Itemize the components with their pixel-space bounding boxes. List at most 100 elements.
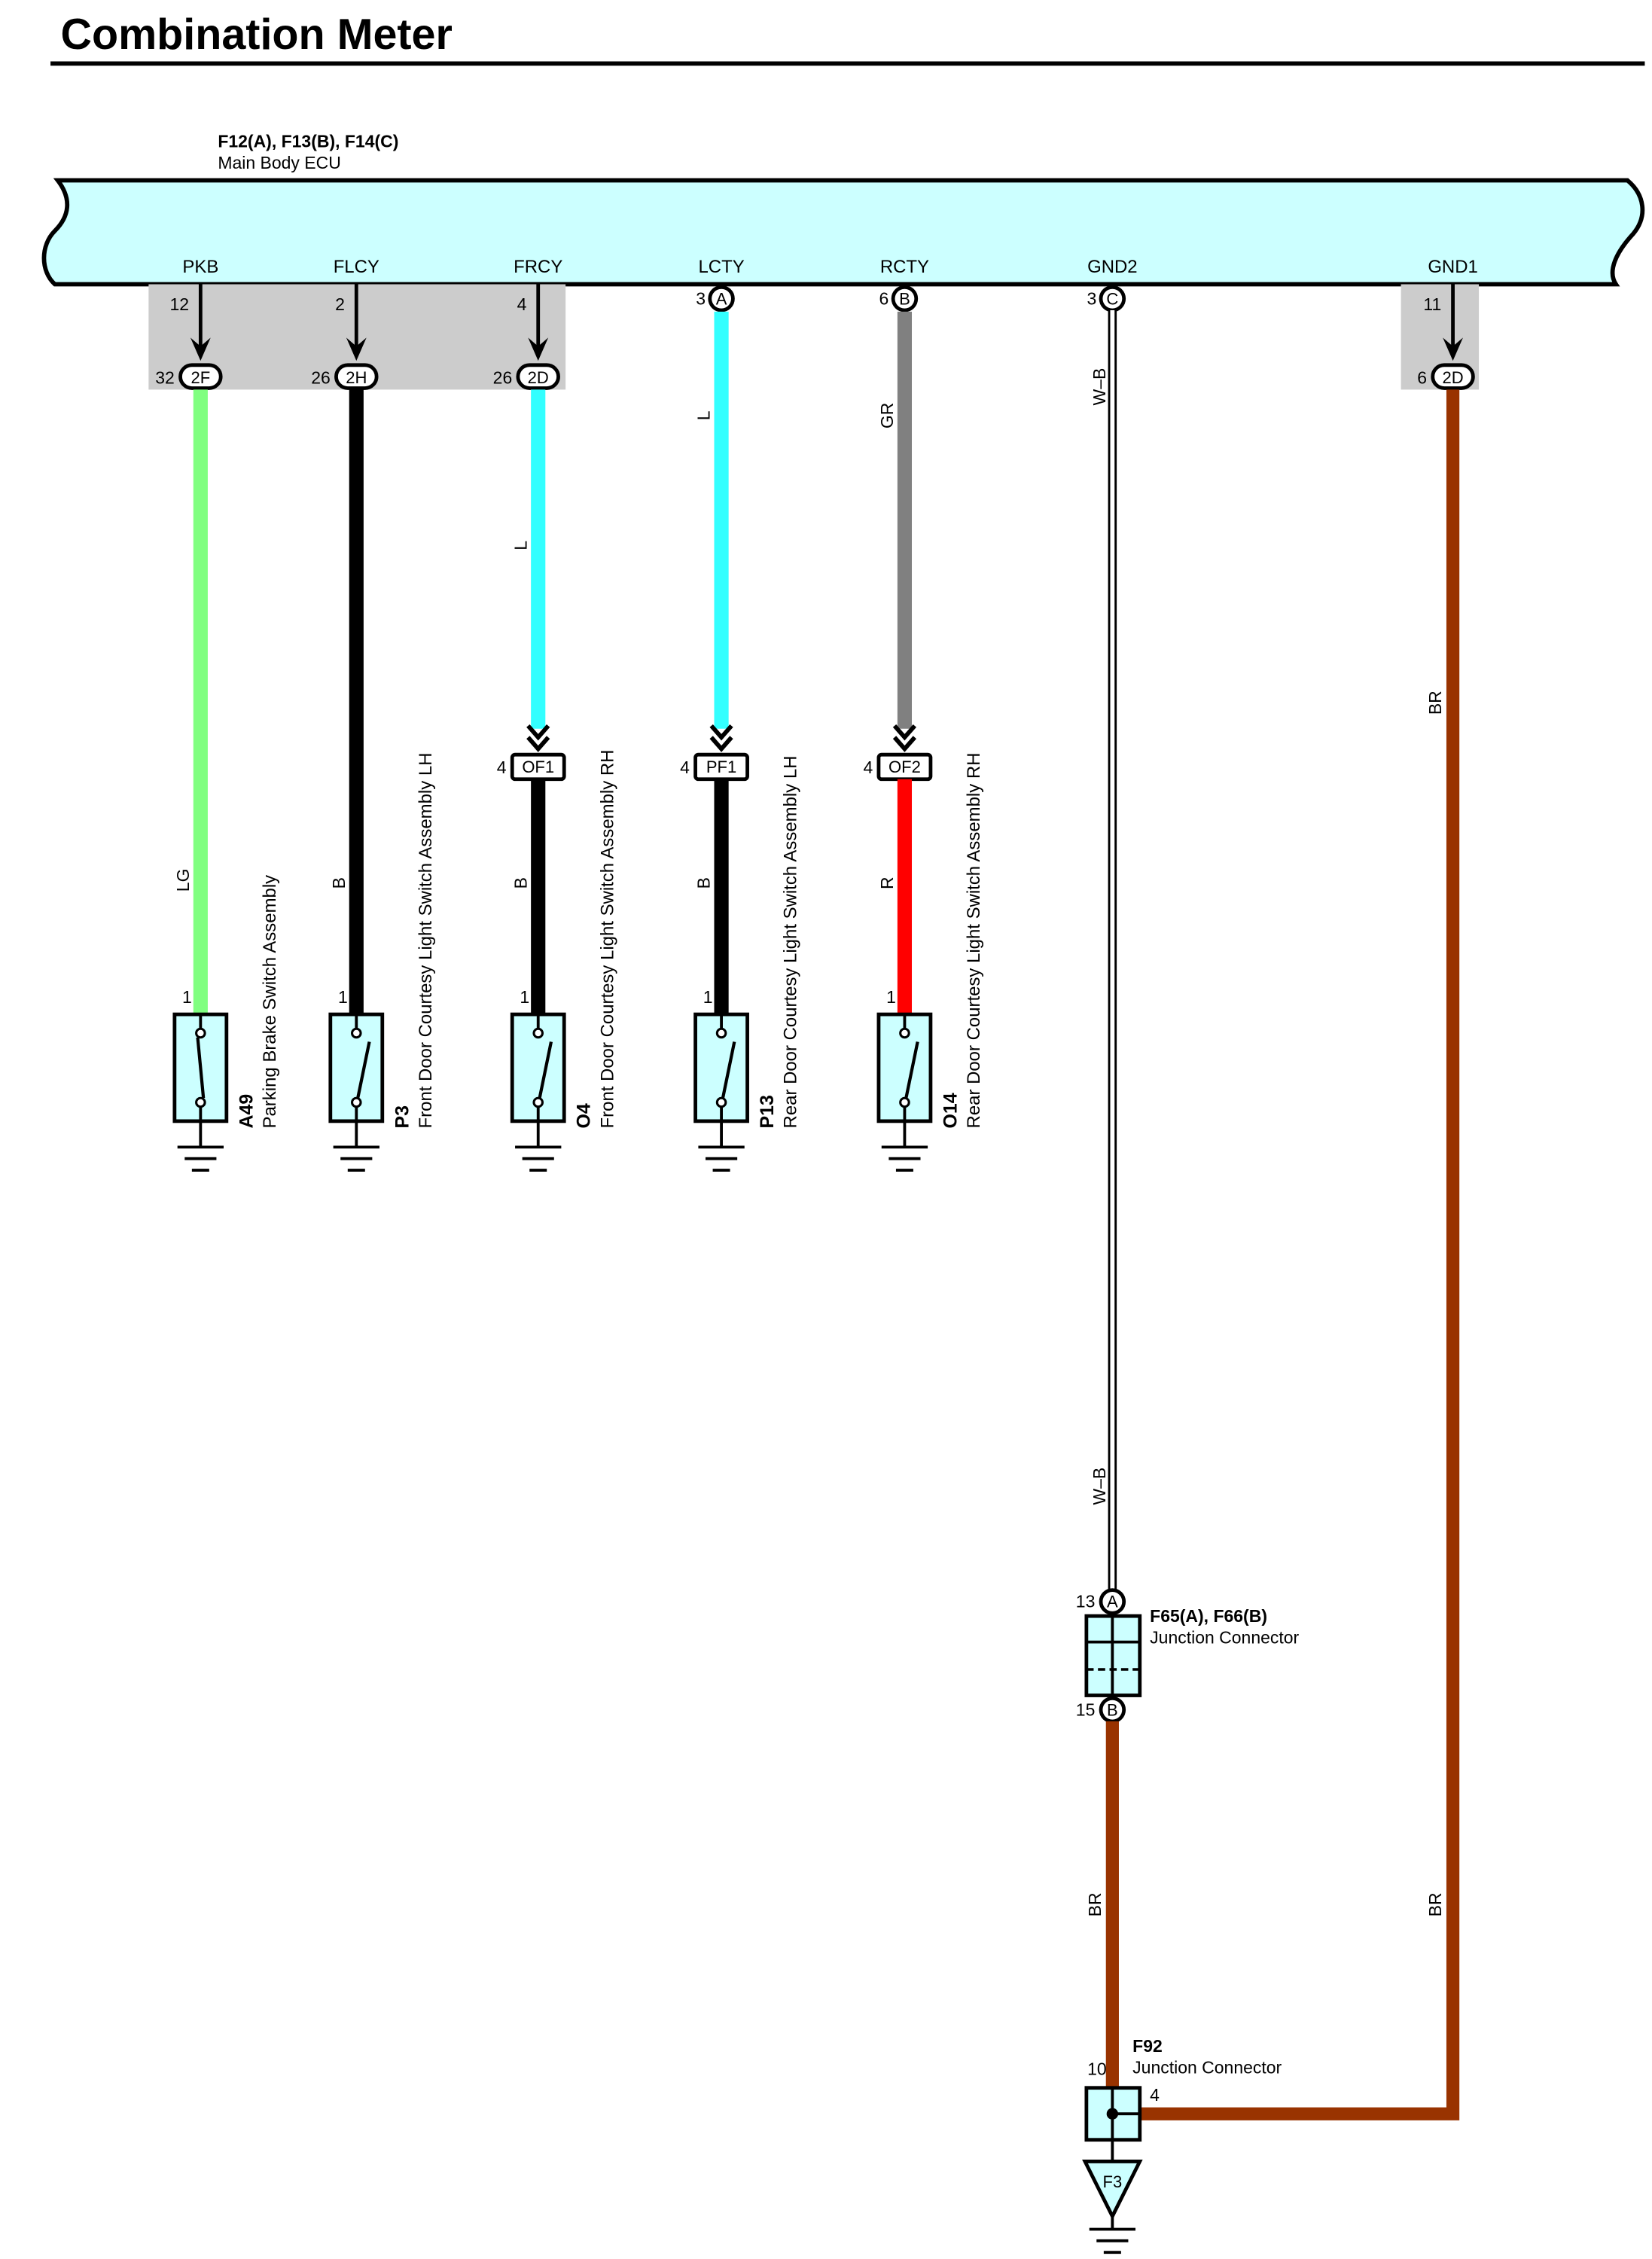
ecu-pin-pkb: 12 (169, 294, 189, 314)
ground-point-id: F3 (1103, 2172, 1123, 2191)
circuit-flcy: FLCY 2 2H 26 B 1 P3 Front Door Courtesy … (311, 257, 436, 1172)
inline-connector-id-of2: OF2 (888, 758, 921, 776)
chevron-icon (892, 736, 917, 752)
chevron-icon (892, 724, 917, 741)
switch-contact (532, 1096, 544, 1108)
switch-contact (195, 1027, 206, 1039)
ecu-pin-flcy: 2 (335, 294, 345, 314)
ecu-connector-a (708, 285, 735, 312)
wire-br (1139, 389, 1460, 2120)
ecu-connector-b (891, 285, 919, 312)
switch-pin-o4: 1 (520, 987, 529, 1007)
ground-junction-name: Junction Connector (1132, 2058, 1282, 2078)
switch-contact (899, 1027, 910, 1039)
ecu-pin-frcy: 4 (517, 294, 527, 314)
switch-name-p3: Front Door Courtesy Light Switch Assembl… (416, 753, 436, 1129)
ground-junction-code: F92 (1132, 2036, 1163, 2056)
junction-id-2f: 2F (190, 368, 210, 387)
switch-a49 (172, 1012, 229, 1123)
wire-label-l: L (511, 541, 530, 550)
inline-connector-id-pf1: PF1 (706, 758, 736, 776)
junction-out-pin: 15 (1076, 1700, 1096, 1719)
ground-icon (1089, 2216, 1136, 2254)
switch-pin-a49: 1 (182, 987, 192, 1007)
ground-junction-f92: F92 Junction Connector 10 4 (1084, 2036, 1282, 2142)
ecu-pin-lcty: 3 (696, 288, 706, 308)
wire-label-wb: W–B (1090, 1468, 1109, 1505)
junction-in-connector-letter: A (1107, 1593, 1118, 1611)
switch-blade (196, 1037, 206, 1099)
switch-p3 (328, 1012, 385, 1123)
terminal-name-gnd2: GND2 (1087, 257, 1138, 277)
switch-blade (904, 1041, 919, 1099)
arrow-down-icon (346, 337, 367, 361)
switch-name-o14: Rear Door Courtesy Light Switch Assembly… (964, 753, 984, 1129)
wire-label-r: R (877, 876, 897, 889)
junction-pin-2d: 6 (1417, 368, 1427, 388)
circuit-lcty: LCTY 3 A L PF1 4 B 1 P13 Rear Door Court… (680, 257, 801, 1172)
switch-contact (195, 1096, 206, 1108)
switch-contact (351, 1027, 362, 1039)
ecu-pin-gnd2: 3 (1087, 288, 1096, 308)
ground-junction-pin-a: 10 (1087, 2059, 1107, 2078)
switch-contact (899, 1096, 910, 1108)
ecu-connector-letter-c: C (1106, 289, 1118, 308)
ground-icon (698, 1120, 745, 1172)
switch-code-p3: P3 (392, 1105, 413, 1128)
junction-connector-2f (178, 363, 223, 390)
junction-connector-2d (516, 363, 560, 390)
junction-in-connector (1099, 1588, 1126, 1615)
ground-point-f3: F3 (1082, 2139, 1143, 2254)
switch-o4 (510, 1012, 566, 1123)
inline-connector-pin-pf1: 4 (680, 758, 690, 777)
wire-label-br: BR (1425, 1892, 1445, 1916)
ecu-pin-rcty: 6 (879, 288, 889, 308)
ground-junction-pin-b: 4 (1150, 2085, 1160, 2105)
ground-icon (515, 1120, 562, 1172)
circuit-gnd1: GND1 11 2D 6 BR BR (1139, 257, 1478, 2120)
wire-label-br: BR (1085, 1892, 1105, 1916)
junction-in-pin: 13 (1076, 1592, 1096, 1611)
junction-id-2h: 2H (346, 368, 367, 387)
inline-connector-id-of1: OF1 (522, 758, 554, 776)
wire-label-l: L (694, 410, 714, 420)
terminal-name-rcty: RCTY (880, 257, 929, 277)
junction-id-2d: 2D (528, 368, 549, 387)
switch-code-a49: A49 (236, 1094, 257, 1129)
switch-code-p13: P13 (757, 1095, 778, 1128)
switch-pin-p13: 1 (703, 987, 713, 1007)
chevron-icon (709, 724, 733, 741)
circuit-pkb: PKB 12 2F 32 LG 1 A49 Parking Brake Swit… (155, 257, 280, 1172)
switch-pin-o14: 1 (886, 987, 896, 1007)
ground-point-triangle (1082, 2160, 1143, 2221)
switch-p13 (693, 1012, 749, 1123)
ecu-connector-letter-a: A (716, 289, 727, 308)
switch-contact (351, 1096, 362, 1108)
switch-blade (356, 1041, 371, 1099)
terminal-name-lcty: LCTY (698, 257, 744, 277)
switch-code-o14: O14 (940, 1093, 961, 1128)
switch-name-p13: Rear Door Courtesy Light Switch Assembly… (781, 756, 801, 1129)
switch-blade (721, 1041, 736, 1099)
ground-icon (177, 1120, 224, 1172)
junction-connector-name: Junction Connector (1150, 1628, 1299, 1648)
junction-connector-codes: F65(A), F66(B) (1150, 1606, 1267, 1626)
ecu-body (41, 178, 1645, 287)
splice-dot (1106, 2108, 1119, 2120)
wire-label-wb: W–B (1090, 368, 1109, 406)
terminal-name-gnd1: GND1 (1428, 257, 1478, 277)
wire-label-gr: GR (877, 403, 897, 428)
junction-connector-2h (334, 363, 379, 390)
inline-connector-pin-of2: 4 (863, 758, 873, 777)
switch-o14 (876, 1012, 933, 1123)
ecu-connector-letter-b: B (899, 289, 910, 308)
ecu-connector-codes: F12(A), F13(B), F14(C) (218, 131, 398, 151)
switch-contact (532, 1027, 544, 1039)
junction-connector-2d (1431, 363, 1475, 390)
page-title: Combination Meter (60, 11, 452, 59)
arrow-down-icon (190, 337, 211, 361)
chevron-icon (526, 736, 550, 752)
junction-out-connector-letter: B (1107, 1700, 1118, 1719)
switch-code-o4: O4 (574, 1103, 595, 1128)
wire-label-lg: LG (173, 869, 193, 892)
